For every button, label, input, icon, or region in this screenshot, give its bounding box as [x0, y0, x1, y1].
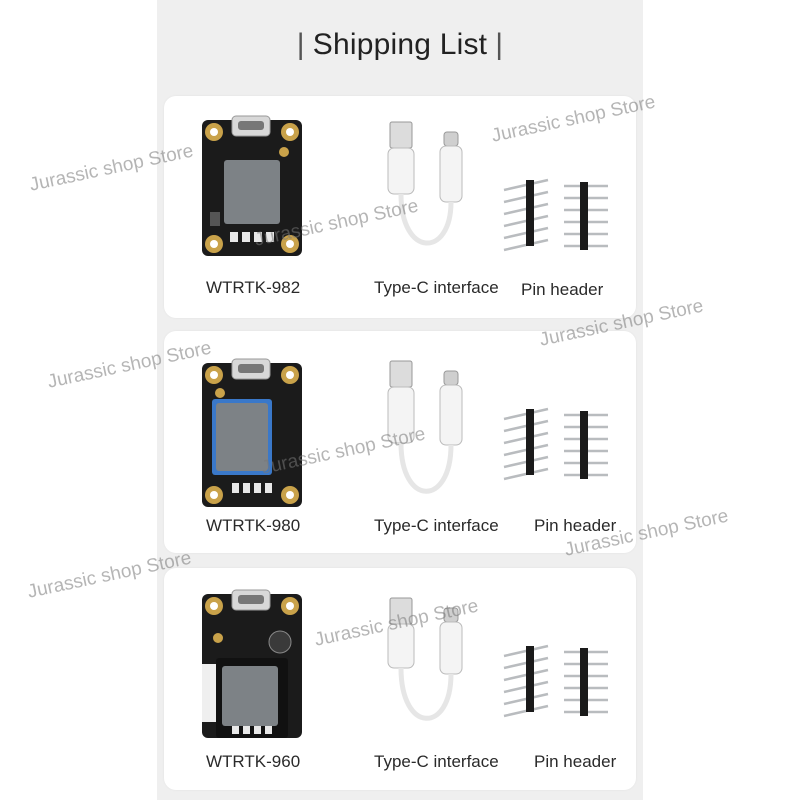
board-label: WTRTK-982	[206, 278, 301, 297]
board-image	[202, 589, 302, 738]
type-c-cable-image	[387, 360, 463, 494]
cable-label: Type-C interface	[374, 278, 499, 297]
board-image	[202, 115, 302, 256]
board-image	[202, 358, 302, 507]
item-card-2: WTRTK-980 Type-C interface Pin header	[164, 331, 636, 553]
pin-header-label: Pin header	[534, 752, 617, 771]
item-card-3: WTRTK-960 Type-C interface Pin header	[164, 568, 636, 790]
pin-header-image	[503, 644, 608, 718]
pin-header-image	[503, 407, 608, 481]
shipping-list-panel: |Shipping List| WTRTK-982 Type-C interfa…	[157, 0, 643, 800]
item-card-1: WTRTK-982 Type-C interface Pin header	[164, 96, 636, 318]
board-label: WTRTK-960	[206, 752, 301, 771]
type-c-cable-image	[387, 597, 463, 721]
pin-header-image	[503, 178, 608, 252]
pin-header-label: Pin header	[521, 280, 604, 299]
cable-label: Type-C interface	[374, 516, 499, 535]
page-title: |Shipping List|	[296, 28, 504, 61]
board-label: WTRTK-980	[206, 516, 301, 535]
type-c-cable-image	[387, 121, 463, 246]
cable-label: Type-C interface	[374, 752, 499, 771]
pin-header-label: Pin header	[534, 516, 617, 535]
